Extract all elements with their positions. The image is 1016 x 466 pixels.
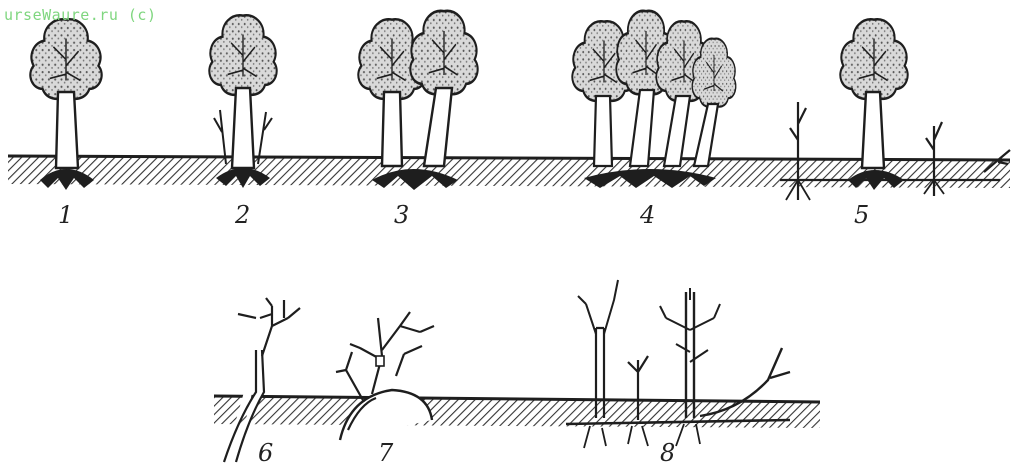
figure-number-1: 1 <box>58 203 73 227</box>
figure-number-6: 6 <box>258 441 273 465</box>
figure-number-4: 4 <box>640 203 655 227</box>
figure-number-7: 7 <box>378 441 393 465</box>
figure-number-3: 3 <box>394 203 409 227</box>
figure-number-8: 8 <box>660 441 675 465</box>
watermark-text: urseWaure.ru (c) <box>4 6 157 24</box>
figure-number-5: 5 <box>854 203 869 227</box>
figure-6-layering <box>224 298 300 462</box>
figure-7-mound-layering <box>336 312 434 440</box>
figure-number-2: 2 <box>235 203 250 227</box>
ground-band-bottom <box>214 396 820 428</box>
